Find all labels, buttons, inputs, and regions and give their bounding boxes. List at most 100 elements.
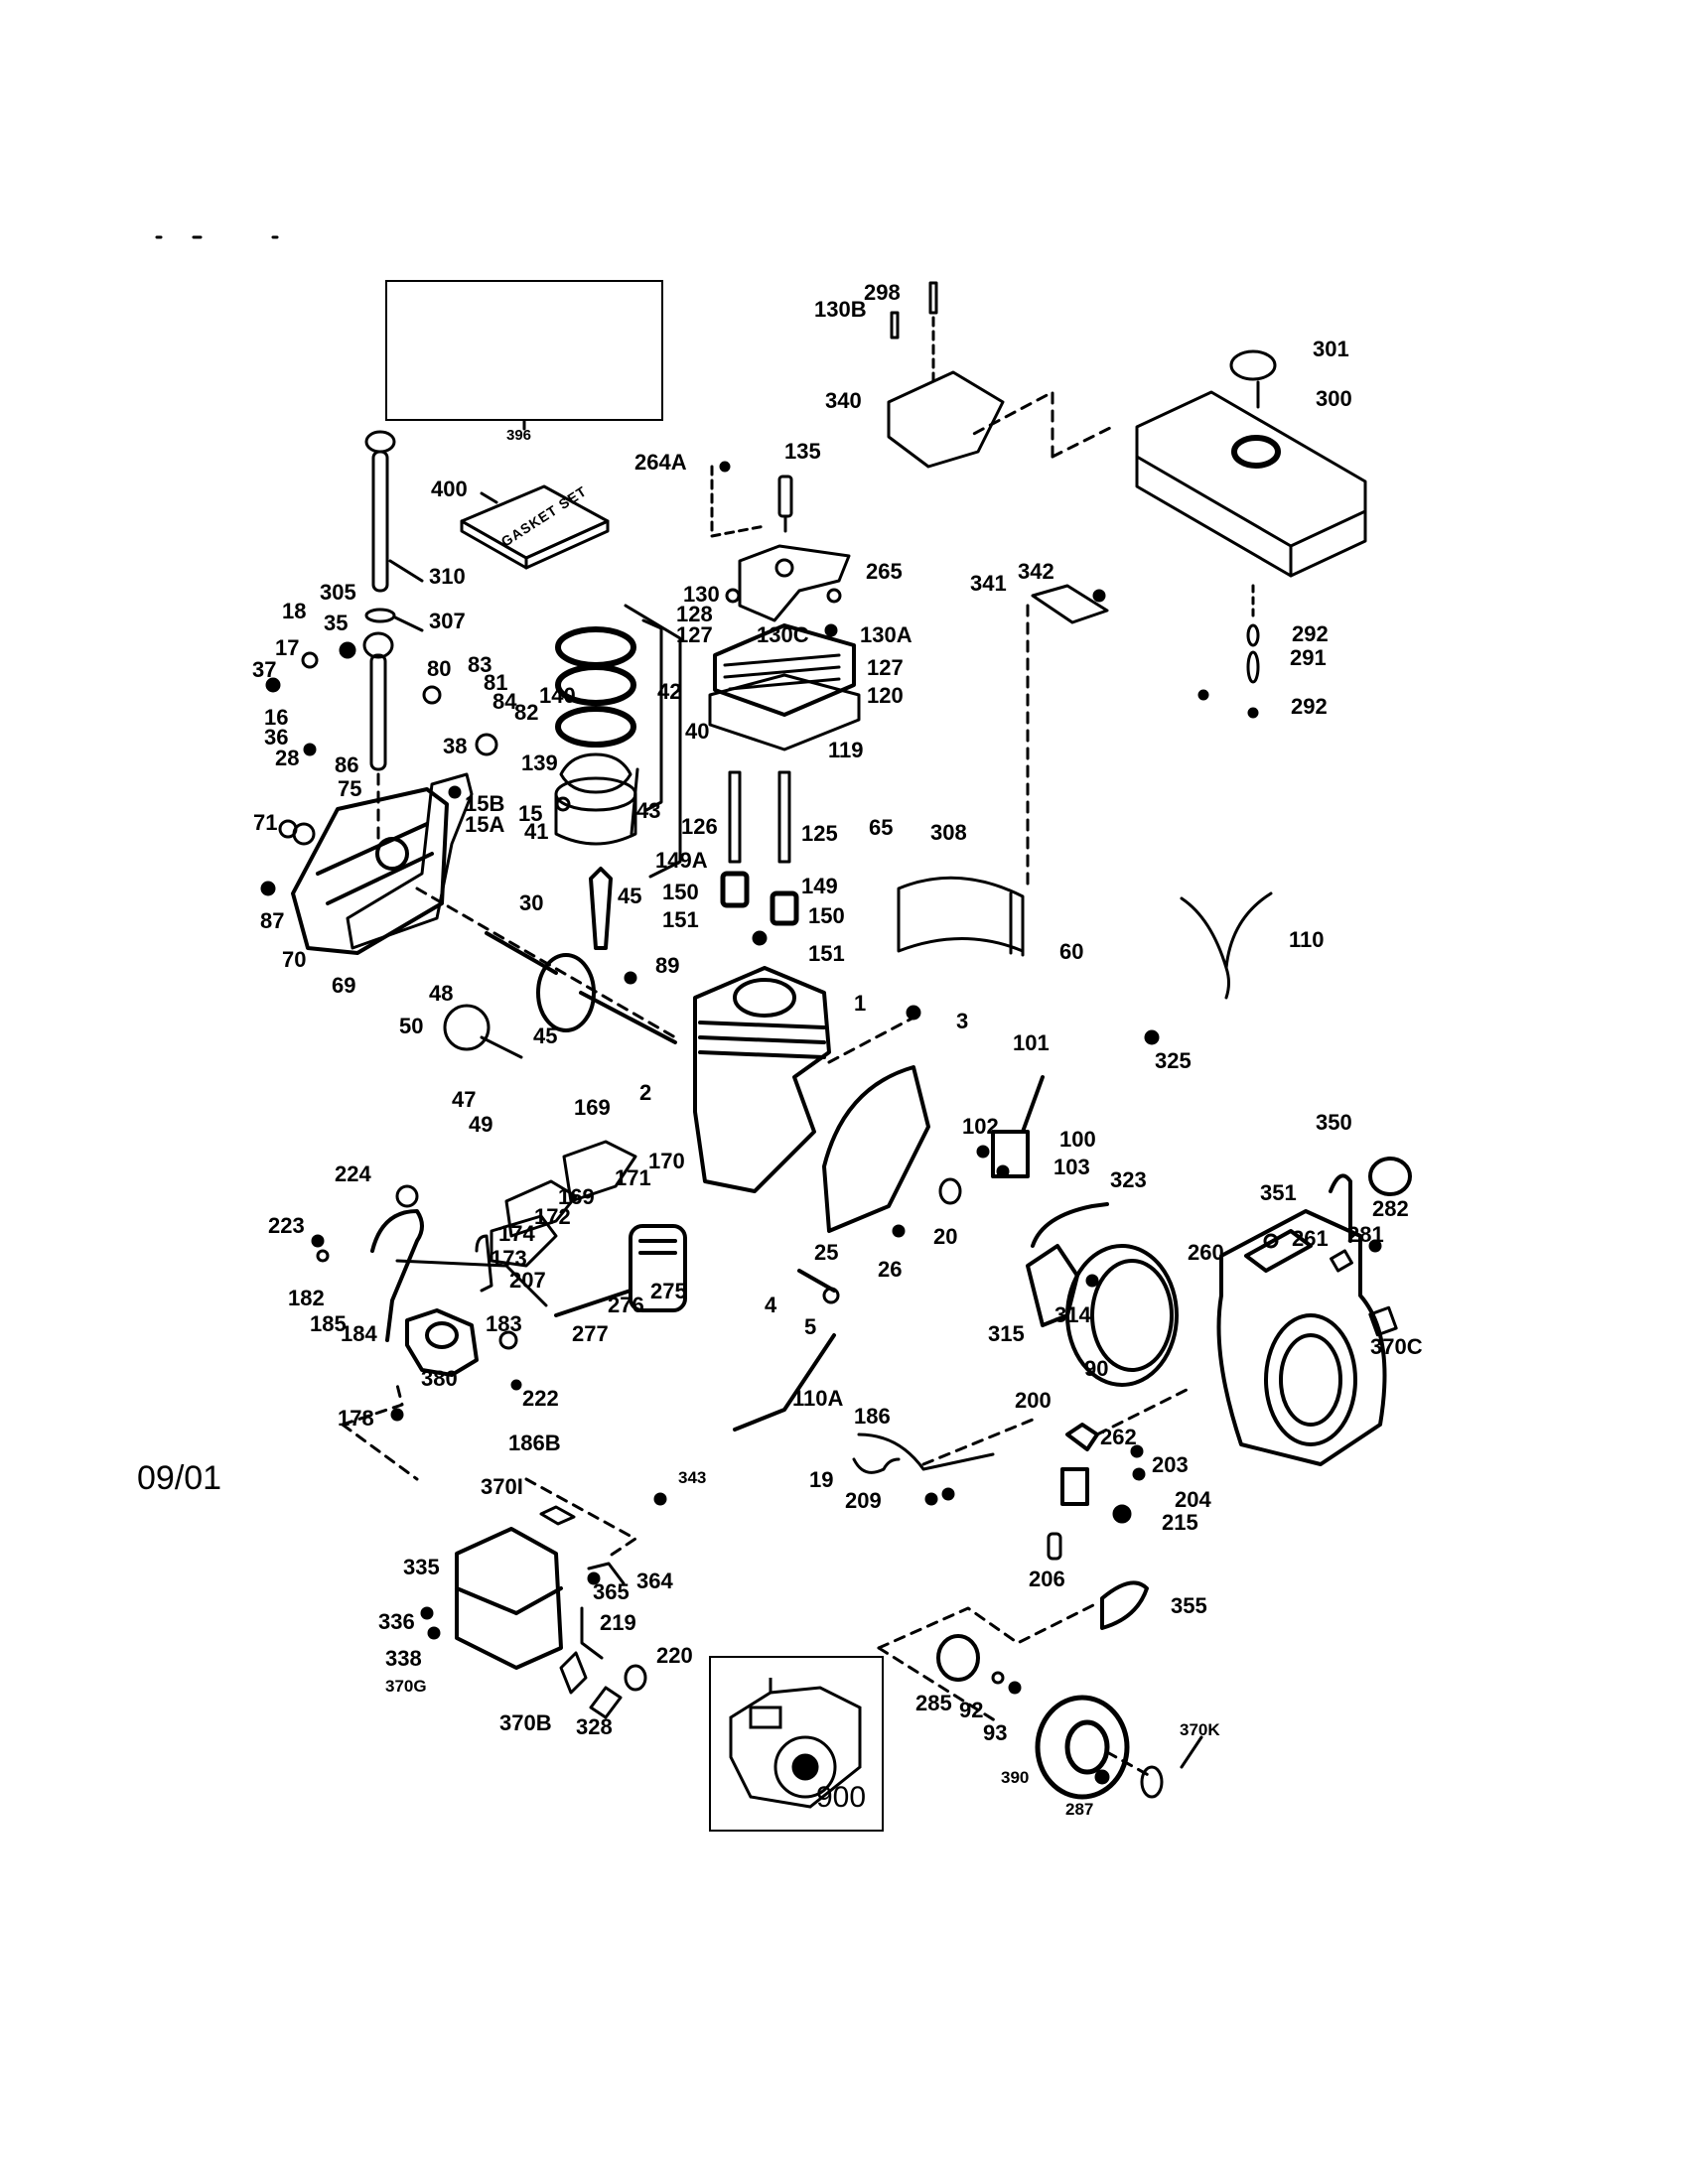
- bolt-338: [427, 1626, 441, 1640]
- callout-323: 323: [1110, 1167, 1147, 1192]
- screw-130A: [826, 588, 842, 604]
- callout-119: 119: [828, 738, 864, 762]
- callout-127-left: 127: [676, 622, 713, 647]
- valve-126: [728, 770, 742, 864]
- muffler-275: [629, 1224, 687, 1312]
- callout-15A: 15A: [465, 812, 505, 837]
- callout-70: 70: [282, 947, 307, 972]
- callout-130: 130: [683, 582, 720, 607]
- callout-139: 139: [521, 751, 558, 775]
- screw-292-top: [1197, 689, 1209, 701]
- callout-69: 69: [332, 973, 356, 998]
- callout-325: 325: [1155, 1048, 1192, 1073]
- decal-370B: [559, 1651, 588, 1695]
- washer-127: [824, 623, 838, 637]
- callout-170: 170: [648, 1149, 685, 1173]
- head-gasket-119: [708, 673, 861, 751]
- callout-92: 92: [959, 1698, 984, 1722]
- knob-220: [624, 1664, 647, 1692]
- callout-49: 49: [469, 1112, 493, 1137]
- callout-365: 365: [593, 1579, 630, 1604]
- plug-89: [624, 971, 637, 985]
- callout-291: 291: [1290, 645, 1327, 670]
- callout-343: 343: [678, 1468, 707, 1487]
- callout-315: 315: [988, 1321, 1025, 1346]
- clip-215: [1112, 1504, 1132, 1524]
- nut-5: [822, 1287, 840, 1304]
- screw-203: [1130, 1444, 1144, 1458]
- screw-261: [1263, 1233, 1279, 1249]
- screw-342: [1092, 589, 1106, 603]
- callout-370B: 370B: [499, 1710, 552, 1735]
- callout-36: 36: [264, 725, 289, 750]
- insulator-172: [490, 1214, 558, 1268]
- engine-block-1: [693, 966, 831, 1193]
- callout-135: 135: [784, 439, 821, 464]
- callout-37: 37: [252, 657, 277, 682]
- callout-169-bottom: 169: [558, 1184, 595, 1209]
- crankcase-cover-70: [291, 787, 449, 955]
- callout-182: 182: [288, 1286, 325, 1310]
- callout-71: 71: [253, 810, 278, 835]
- callout-277: 277: [572, 1321, 609, 1346]
- callout-260: 260: [1188, 1240, 1224, 1265]
- engine-assembly-inset-label: 900: [816, 1781, 867, 1814]
- ignition-module-100: [991, 1075, 1045, 1178]
- crankshaft-30: [485, 931, 677, 1044]
- callout-80: 80: [427, 656, 452, 681]
- callout-298: 298: [864, 280, 901, 305]
- decal-328: [589, 1686, 623, 1719]
- callout-262: 262: [1100, 1425, 1137, 1449]
- gasket-kit-inset-label: 396: [506, 427, 532, 444]
- callout-19: 19: [809, 1467, 834, 1492]
- wire-110: [1180, 891, 1273, 1000]
- nut-151: [752, 930, 768, 946]
- valve-125: [777, 770, 791, 864]
- gear-82: [475, 733, 498, 756]
- governor-link-207: [395, 1259, 548, 1307]
- callout-41: 41: [524, 819, 549, 844]
- primer-350: [1329, 1157, 1412, 1243]
- callout-172: 172: [534, 1204, 571, 1229]
- callout-186B: 186B: [508, 1431, 561, 1455]
- screw-130B: [890, 311, 900, 340]
- callout-292-bottom: 292: [1291, 694, 1328, 719]
- callout-328: 328: [576, 1714, 613, 1739]
- callout-5: 5: [804, 1314, 817, 1339]
- carburetor-380: [405, 1308, 479, 1377]
- gasket-69: [346, 772, 474, 950]
- fuel-line-291: [1246, 623, 1260, 647]
- engine-assembly-illustration: [729, 1678, 862, 1809]
- stud-4: [797, 1269, 836, 1293]
- screw-35: [339, 641, 356, 659]
- callout-110: 110: [1289, 927, 1325, 952]
- piston-41: [554, 776, 637, 846]
- callout-16: 16: [264, 705, 289, 730]
- callout-222: 222: [522, 1386, 559, 1411]
- screw-103: [996, 1164, 1010, 1178]
- callout-223: 223: [268, 1213, 305, 1238]
- fuel-tank-300: [1135, 349, 1367, 578]
- screw-222: [510, 1379, 522, 1391]
- pulley-285: [936, 1634, 980, 1682]
- callout-140: 140: [539, 683, 576, 708]
- screw-93: [1008, 1681, 1022, 1695]
- callout-127-right: 127: [867, 655, 904, 680]
- camshaft-50: [443, 1004, 523, 1059]
- engine-assembly-inset: [709, 1656, 884, 1832]
- callout-103: 103: [1053, 1155, 1090, 1179]
- callout-342: 342: [1018, 559, 1054, 584]
- callout-40: 40: [685, 719, 710, 744]
- callout-380: 380: [421, 1366, 458, 1391]
- callout-17: 17: [275, 635, 300, 660]
- callout-83: 83: [468, 652, 492, 677]
- callout-275: 275: [650, 1279, 687, 1303]
- decal-370I: [539, 1505, 576, 1526]
- callout-151-right: 151: [808, 941, 845, 966]
- callout-45-bottom: 45: [533, 1024, 558, 1048]
- gasket-169: [504, 1179, 578, 1238]
- spring-150b: [770, 890, 799, 926]
- gasket-set-box-400: [460, 484, 610, 570]
- callout-351: 351: [1260, 1180, 1297, 1205]
- callout-125: 125: [801, 821, 838, 846]
